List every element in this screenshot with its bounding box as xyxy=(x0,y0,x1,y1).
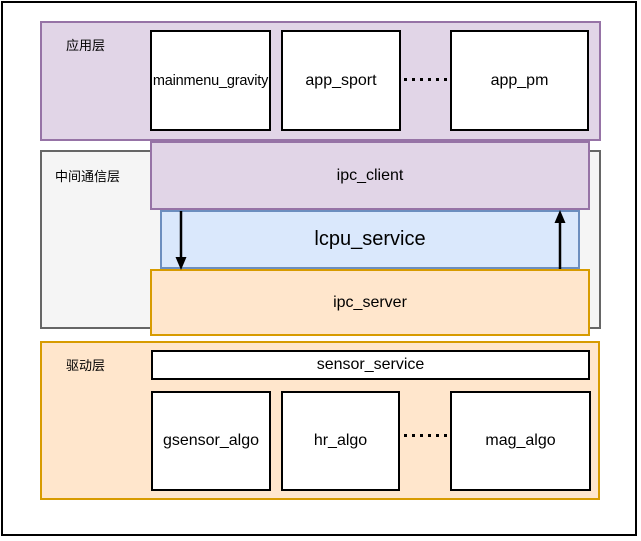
node-lcpu-service-label: lcpu_service xyxy=(314,228,426,250)
dot xyxy=(436,78,439,81)
dot xyxy=(436,434,439,437)
app-layer-label: 应用层 xyxy=(66,38,106,53)
dot xyxy=(404,434,407,437)
dot xyxy=(420,78,423,81)
ellipsis-dots-app-row xyxy=(404,78,447,81)
dot xyxy=(420,434,423,437)
node-ipc-server-label: ipc_server xyxy=(333,293,407,311)
node-hr-algo-label: hr_algo xyxy=(313,432,368,449)
node-app-pm-label: app_pm xyxy=(490,71,549,89)
node-sensor-service: sensor_service xyxy=(151,350,590,380)
node-sensor-service-label: sensor_service xyxy=(316,356,425,373)
dot xyxy=(404,78,407,81)
middle-layer-label: 中间通信层 xyxy=(55,169,121,184)
node-hr-algo: hr_algo xyxy=(281,391,400,491)
dot xyxy=(412,78,415,81)
node-lcpu-service: lcpu_service xyxy=(160,210,580,269)
ellipsis-dots-driver-row xyxy=(404,434,447,437)
dot xyxy=(428,78,431,81)
node-gsensor-algo-label: gsensor_algo xyxy=(162,432,260,449)
node-app-pm: app_pm xyxy=(450,30,589,131)
node-app-sport-label: app_sport xyxy=(305,71,377,89)
node-gsensor-algo: gsensor_algo xyxy=(151,391,271,491)
node-ipc-client-label: ipc_client xyxy=(336,166,404,184)
driver-layer-label: 驱动层 xyxy=(66,358,106,373)
node-mainmenu-gravity-label: mainmenu_gravity xyxy=(152,72,269,89)
node-ipc-client: ipc_client xyxy=(150,141,590,210)
node-ipc-server: ipc_server xyxy=(150,269,590,336)
node-mainmenu-gravity: mainmenu_gravity xyxy=(150,30,271,131)
dot xyxy=(428,434,431,437)
node-mag-algo-label: mag_algo xyxy=(485,432,556,449)
dot xyxy=(444,78,447,81)
node-app-sport: app_sport xyxy=(281,30,401,131)
dot xyxy=(412,434,415,437)
node-mag-algo: mag_algo xyxy=(450,391,591,491)
dot xyxy=(444,434,447,437)
